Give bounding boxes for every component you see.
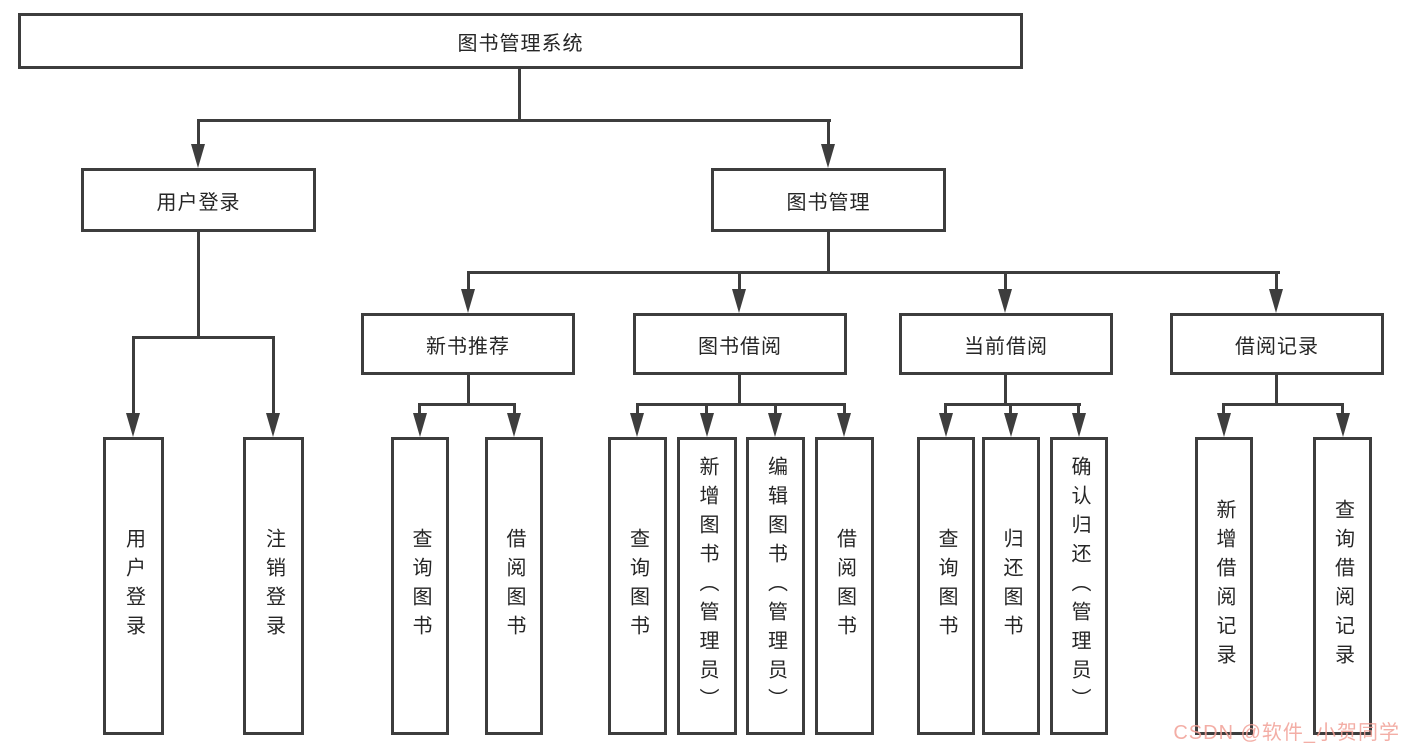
leaf-logout-label: 注销登录 bbox=[262, 528, 285, 644]
leaf-current-return-books: 归还图书 bbox=[982, 437, 1040, 735]
node-book-management: 图书管理 bbox=[711, 168, 946, 232]
connector-line bbox=[636, 403, 846, 406]
arrow-down-icon bbox=[1336, 413, 1350, 437]
connector-line bbox=[1222, 403, 1225, 417]
connector-line bbox=[774, 403, 777, 417]
connector-line bbox=[418, 403, 421, 417]
connector-line bbox=[132, 336, 135, 418]
arrow-down-icon bbox=[768, 413, 782, 437]
arrow-down-icon bbox=[821, 144, 835, 168]
connector-line bbox=[636, 403, 639, 417]
connector-line bbox=[944, 403, 1081, 406]
arrow-down-icon bbox=[461, 289, 475, 313]
node-user-login-label: 用户登录 bbox=[156, 191, 241, 214]
arrow-down-icon bbox=[1072, 413, 1086, 437]
node-book-borrowing: 图书借阅 bbox=[633, 313, 847, 375]
leaf-recommend-borrow-books: 借阅图书 bbox=[485, 437, 543, 735]
connector-line bbox=[827, 119, 830, 149]
connector-line bbox=[518, 69, 521, 122]
connector-line bbox=[197, 119, 200, 149]
arrow-down-icon bbox=[1217, 413, 1231, 437]
leaf-borrow-add-books-admin: 新增图书（管理员） bbox=[677, 437, 737, 735]
connector-line bbox=[1341, 403, 1344, 417]
arrow-down-icon bbox=[507, 413, 521, 437]
leaf-borrow-edit-books-admin-label: 编辑图书（管理员） bbox=[764, 455, 787, 717]
arrow-down-icon bbox=[1269, 289, 1283, 313]
leaf-current-query-books-label: 查询图书 bbox=[935, 528, 957, 644]
leaf-records-query-record-label: 查询借阅记录 bbox=[1331, 499, 1354, 673]
leaf-current-return-books-label: 归还图书 bbox=[1000, 528, 1022, 644]
connector-line bbox=[843, 403, 846, 417]
leaf-records-add-record: 新增借阅记录 bbox=[1195, 437, 1253, 735]
connector-line bbox=[1077, 403, 1080, 417]
connector-line bbox=[738, 375, 741, 406]
node-borrowing-records-label: 借阅记录 bbox=[1235, 335, 1319, 358]
leaf-user-login: 用户登录 bbox=[103, 437, 164, 735]
node-new-book-recommend: 新书推荐 bbox=[361, 313, 575, 375]
node-book-management-label: 图书管理 bbox=[786, 191, 871, 214]
connector-line bbox=[197, 232, 200, 339]
leaf-logout: 注销登录 bbox=[243, 437, 304, 735]
connector-line bbox=[1004, 375, 1007, 406]
leaf-current-confirm-return-admin: 确认归还（管理员） bbox=[1050, 437, 1108, 735]
node-user-login: 用户登录 bbox=[81, 168, 316, 232]
leaf-recommend-borrow-books-label: 借阅图书 bbox=[503, 528, 525, 644]
connector-line bbox=[705, 403, 708, 417]
leaf-current-confirm-return-admin-label: 确认归还（管理员） bbox=[1068, 455, 1090, 717]
connector-line bbox=[467, 271, 1280, 274]
node-book-borrowing-label: 图书借阅 bbox=[698, 335, 782, 358]
arrow-down-icon bbox=[837, 413, 851, 437]
node-current-borrowing-label: 当前借阅 bbox=[964, 335, 1048, 358]
node-borrowing-records: 借阅记录 bbox=[1170, 313, 1384, 375]
node-root-label: 图书管理系统 bbox=[457, 32, 584, 55]
arrow-down-icon bbox=[413, 413, 427, 437]
arrow-down-icon bbox=[998, 289, 1012, 313]
leaf-records-query-record: 查询借阅记录 bbox=[1313, 437, 1372, 735]
node-current-borrowing: 当前借阅 bbox=[899, 313, 1113, 375]
leaf-borrow-query-books: 查询图书 bbox=[608, 437, 667, 735]
arrow-down-icon bbox=[126, 413, 140, 437]
leaf-user-login-label: 用户登录 bbox=[122, 528, 145, 644]
arrow-down-icon bbox=[191, 144, 205, 168]
connector-line bbox=[513, 403, 516, 417]
arrow-down-icon bbox=[939, 413, 953, 437]
connector-line bbox=[738, 271, 741, 293]
arrow-down-icon bbox=[630, 413, 644, 437]
connector-line bbox=[418, 403, 516, 406]
leaf-borrow-borrow-books: 借阅图书 bbox=[815, 437, 874, 735]
leaf-borrow-edit-books-admin: 编辑图书（管理员） bbox=[746, 437, 805, 735]
connector-line bbox=[827, 232, 830, 274]
connector-line bbox=[272, 336, 275, 418]
arrow-down-icon bbox=[266, 413, 280, 437]
connector-line bbox=[944, 403, 947, 417]
connector-line bbox=[1004, 271, 1007, 293]
node-new-book-recommend-label: 新书推荐 bbox=[426, 335, 510, 358]
leaf-records-add-record-label: 新增借阅记录 bbox=[1213, 499, 1235, 673]
csdn-watermark: CSDN @软件_小贺同学 bbox=[1173, 722, 1400, 744]
node-root: 图书管理系统 bbox=[18, 13, 1023, 69]
connector-line bbox=[1275, 375, 1278, 406]
connector-line bbox=[132, 336, 275, 339]
arrow-down-icon bbox=[732, 289, 746, 313]
connector-line bbox=[1275, 271, 1278, 293]
connector-line bbox=[197, 119, 831, 122]
leaf-recommend-query-books: 查询图书 bbox=[391, 437, 449, 735]
arrow-down-icon bbox=[1004, 413, 1018, 437]
leaf-recommend-query-books-label: 查询图书 bbox=[409, 528, 431, 644]
leaf-borrow-add-books-admin-label: 新增图书（管理员） bbox=[696, 455, 718, 717]
leaf-borrow-query-books-label: 查询图书 bbox=[626, 528, 649, 644]
connector-line bbox=[467, 375, 470, 406]
leaf-borrow-borrow-books-label: 借阅图书 bbox=[833, 528, 856, 644]
arrow-down-icon bbox=[700, 413, 714, 437]
connector-line bbox=[467, 271, 470, 293]
connector-line bbox=[1009, 403, 1012, 417]
connector-line bbox=[1222, 403, 1343, 406]
leaf-current-query-books: 查询图书 bbox=[917, 437, 975, 735]
